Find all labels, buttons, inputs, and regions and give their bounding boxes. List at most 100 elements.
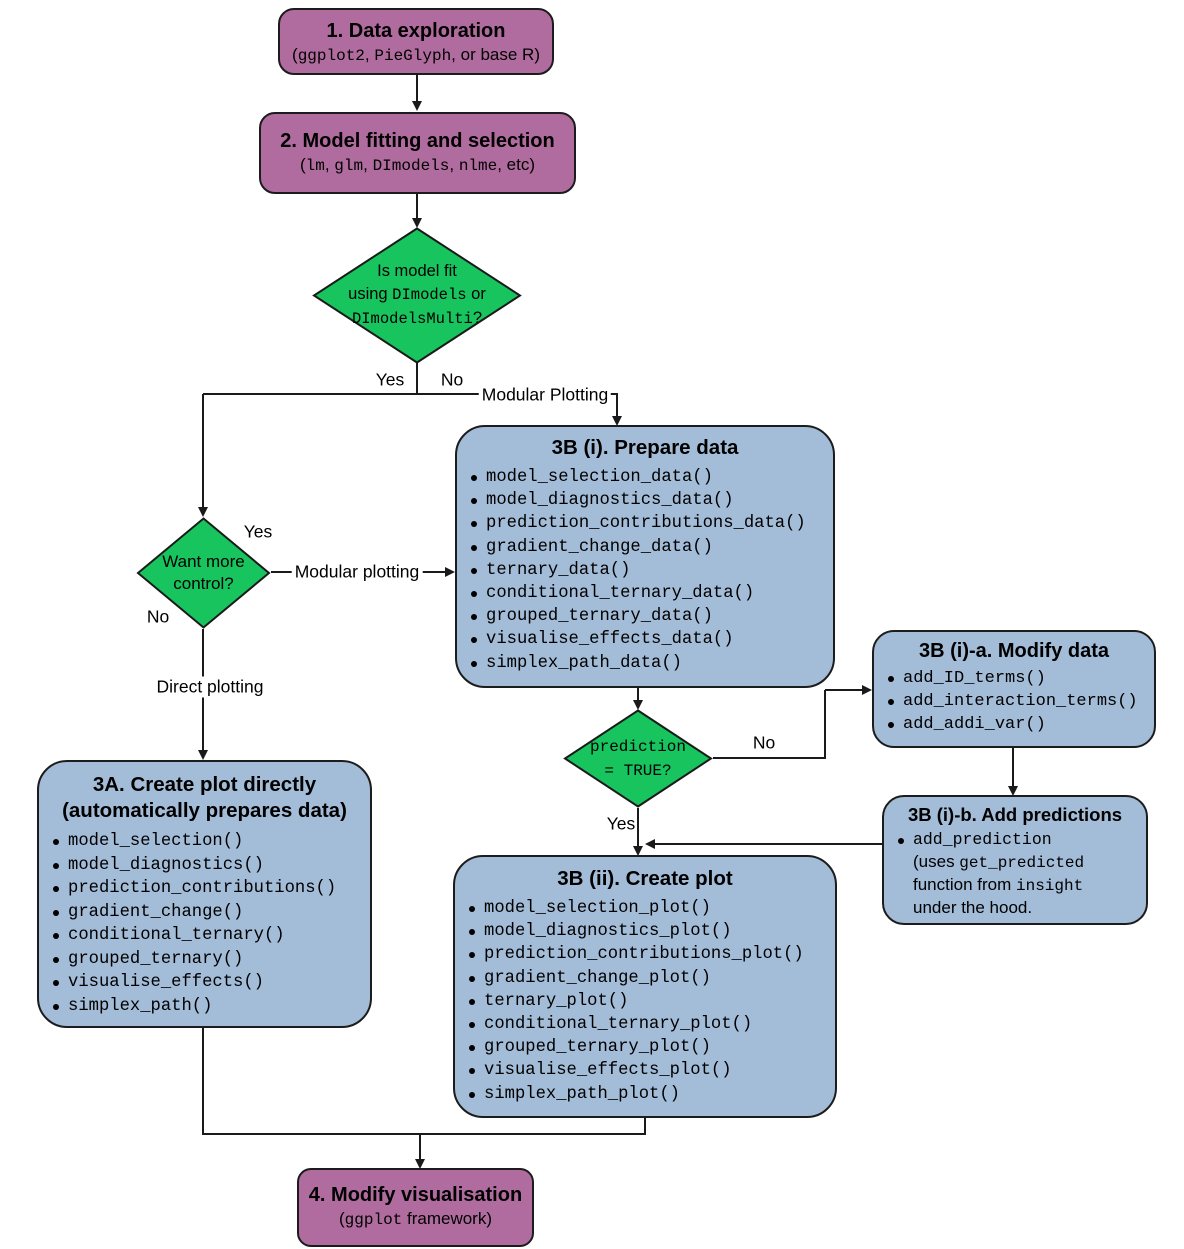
label-direct-plotting: Direct plotting [153, 676, 267, 698]
decision-prediction-true: prediction = TRUE? [563, 709, 713, 808]
edge-createplot-down [644, 1117, 646, 1135]
edge-3a-down [202, 1028, 204, 1135]
list-item: gradient_change() [39, 901, 370, 925]
list-item: model_diagnostics() [39, 854, 370, 878]
bullet-icon [471, 498, 477, 505]
label-modular-plotting: Modular Plotting [478, 384, 612, 406]
list-item: grouped_ternary_plot() [455, 1036, 835, 1059]
bullet-icon [469, 1068, 475, 1075]
arrowhead-right [445, 566, 455, 577]
note-line: function from insight [913, 875, 1084, 895]
list-item: model_selection_data() [457, 466, 833, 489]
decision-want-more-control: Want more control? [136, 517, 271, 629]
bullet-icon [898, 838, 904, 844]
edge-prediction-no [713, 757, 826, 759]
edge-addpred-to-createplot [654, 843, 883, 845]
list-item: add_ID_terms() [874, 667, 1154, 690]
list-item: visualise_effects_data() [457, 628, 833, 651]
bullet-icon [888, 699, 894, 705]
bullet-icon [53, 862, 59, 869]
function-list: model_selection_data()model_diagnostics_… [457, 466, 833, 675]
edge-prepare-to-prediction [637, 688, 639, 702]
list-item: model_diagnostics_plot() [455, 920, 835, 943]
arrowhead-down [1007, 786, 1018, 796]
edge-prediction-no-right [825, 689, 863, 691]
diamond-shape [563, 709, 713, 808]
bullet-icon [53, 980, 59, 986]
bullet-icon [471, 567, 477, 574]
label-no: No [146, 606, 170, 627]
list-item: model_diagnostics_data() [457, 489, 833, 512]
node-modify-data: 3B (i)-a. Modify data add_ID_terms()add_… [872, 630, 1156, 748]
decision-text: Is model fit using DImodels or DImodelsM… [348, 262, 486, 328]
bullet-icon [469, 906, 475, 912]
arrowhead-down [411, 218, 422, 228]
arrowhead-right [862, 684, 872, 695]
bullet-icon [888, 722, 894, 728]
bullet-icon [469, 1045, 475, 1052]
decision-dimodels-fit: Is model fit using DImodels or DImodelsM… [312, 227, 522, 364]
list-item: prediction_contributions() [39, 877, 370, 901]
bullet-icon [471, 591, 477, 598]
list-item: add_prediction [884, 829, 1146, 851]
node-subtitle: (ggplot2, PieGlyph, or base R) [292, 45, 540, 65]
node-add-predictions: 3B (i)-b. Add predictions add_prediction… [882, 795, 1148, 925]
list-item: prediction_contributions_plot() [455, 943, 835, 966]
bullet-icon [469, 952, 475, 959]
node-title: 3B (i)-a. Modify data [918, 640, 1109, 662]
arrowhead-left [645, 838, 655, 849]
node-title: 3B (i). Prepare data [551, 436, 739, 459]
node-title: 3A. Create plot directly [92, 773, 317, 796]
list-item: gradient_change_plot() [455, 967, 835, 990]
list-item: add_interaction_terms() [874, 690, 1154, 713]
bullet-icon [469, 929, 475, 936]
list-item: conditional_ternary_data() [457, 582, 833, 605]
list-item: conditional_ternary_plot() [455, 1013, 835, 1036]
bullet-icon [53, 886, 59, 892]
list-item: visualise_effects() [39, 971, 370, 995]
node-title: 4. Modify visualisation [308, 1184, 523, 1206]
list-item: simplex_path() [39, 995, 370, 1019]
list-item: ternary_data() [457, 559, 833, 582]
bullet-icon [469, 998, 475, 1005]
arrowhead-down [411, 101, 422, 111]
function-list: model_selection_plot()model_diagnostics_… [455, 897, 835, 1106]
node-modify-visualisation: 4. Modify visualisation (ggplot framewor… [297, 1168, 534, 1247]
bullet-icon [53, 956, 59, 963]
bullet-icon [471, 614, 477, 621]
arrowhead-down [611, 416, 622, 426]
node-title: 3B (i)-b. Add predictions [907, 804, 1123, 825]
edge-explore-to-model [416, 75, 418, 103]
list-item: model_selection() [39, 830, 370, 854]
bullet-icon [53, 933, 59, 939]
note-line: (uses get_predicted [913, 852, 1085, 872]
node-subtitle: (ggplot framework) [338, 1209, 492, 1229]
node-subtitle: (lm, glm, DImodels, nlme, etc) [299, 155, 536, 175]
arrowhead-down [197, 750, 208, 760]
list-item: grouped_ternary_data() [457, 605, 833, 628]
list-item: grouped_ternary() [39, 948, 370, 972]
edge-yes-branch [203, 393, 418, 395]
diamond-shape [136, 517, 271, 629]
decision-text: Want more control? [162, 552, 245, 593]
edge-merge-horizontal [203, 1133, 646, 1135]
edge-model-to-decision [416, 194, 418, 219]
node-title: 1. Data exploration [326, 20, 506, 42]
bullet-icon [888, 676, 894, 682]
bullet-icon [471, 521, 477, 528]
node-data-exploration: 1. Data exploration (ggplot2, PieGlyph, … [278, 8, 554, 75]
label-no: No [440, 369, 464, 390]
function-list: model_selection()model_diagnostics()pred… [39, 830, 370, 1018]
label-yes: Yes [606, 813, 636, 834]
bullet-icon [471, 475, 477, 481]
label-no: No [752, 732, 776, 753]
bullet-icon [469, 1091, 475, 1098]
node-create-plot: 3B (ii). Create plot model_selection_plo… [453, 855, 837, 1118]
list-item: model_selection_plot() [455, 897, 835, 920]
edge-modify-to-addpred [1012, 748, 1014, 788]
node-title-line2: (automatically prepares data) [62, 799, 347, 822]
decision-text: prediction = TRUE? [589, 737, 686, 780]
label-modular-plotting: Modular plotting [291, 561, 423, 583]
bullet-icon [471, 544, 477, 551]
